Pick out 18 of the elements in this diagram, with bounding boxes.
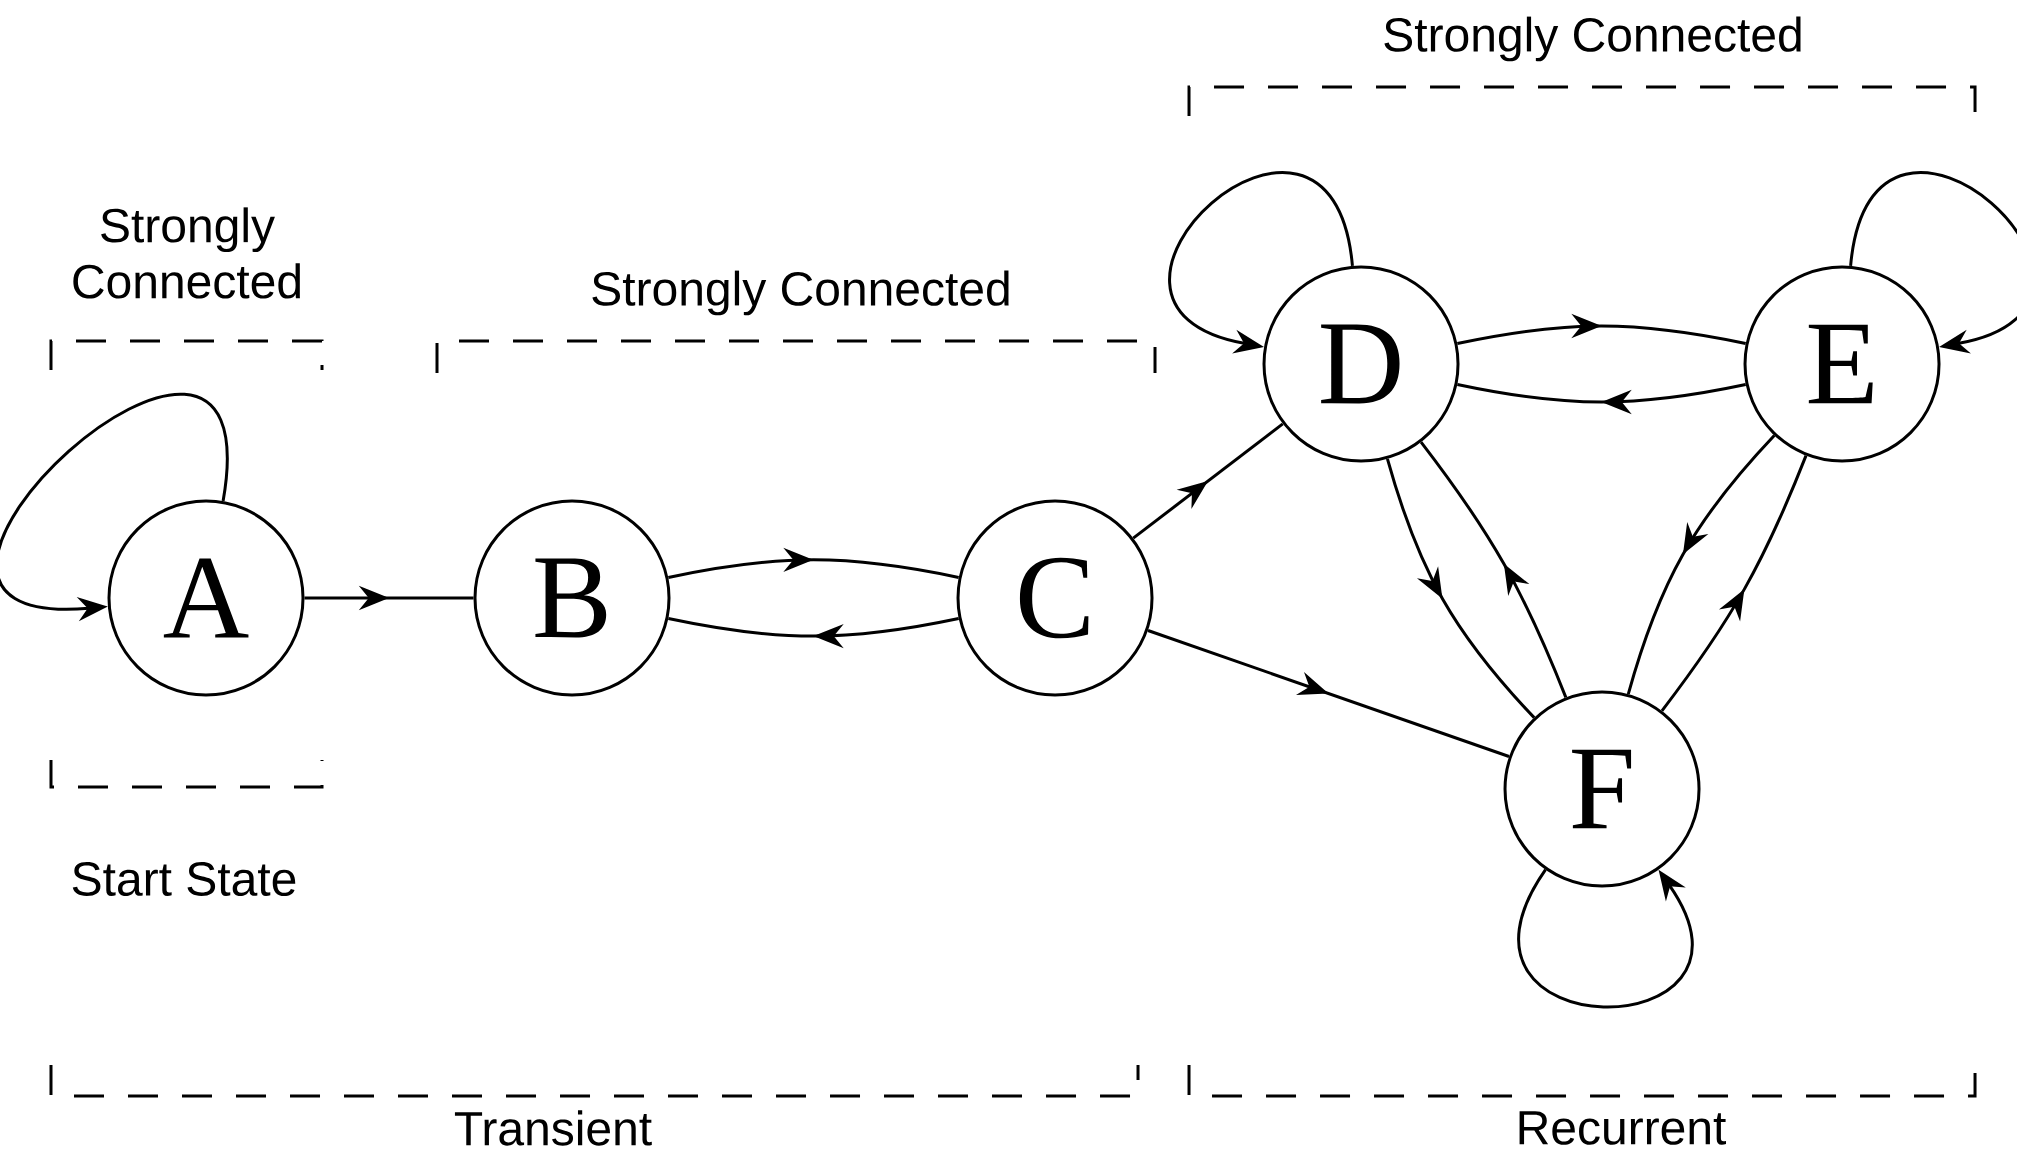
group-label: Recurrent <box>1519 1111 1726 1145</box>
group-label: Strongly Connected <box>1384 16 1801 62</box>
arrow <box>1517 868 1693 1009</box>
arrow <box>1660 455 1808 712</box>
arrow <box>1849 172 2017 354</box>
group-label: Start State <box>72 862 296 896</box>
group-label: Strongly Connected <box>73 207 300 299</box>
group-label: Transient <box>454 1110 652 1146</box>
arrow <box>1386 458 1536 719</box>
arrow <box>1419 441 1568 698</box>
arrow <box>1457 313 1746 345</box>
arrow <box>1132 422 1284 540</box>
arrow <box>1457 383 1746 415</box>
arrow <box>1147 629 1510 758</box>
group-label: Strongly Connected <box>592 270 1009 316</box>
arrow <box>668 617 959 649</box>
arrow <box>1626 434 1776 695</box>
arrow <box>668 547 959 579</box>
